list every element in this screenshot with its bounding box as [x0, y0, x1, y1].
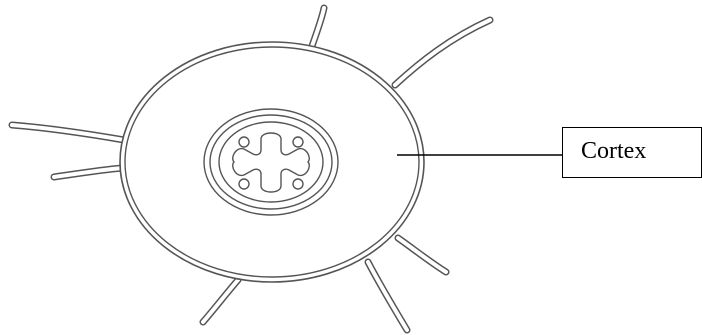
epidermis-outer-ring [120, 42, 424, 282]
root-hair-upper-right [395, 20, 490, 85]
cortex-label-box: Cortex [562, 127, 702, 178]
cortex-label: Cortex [581, 138, 646, 165]
